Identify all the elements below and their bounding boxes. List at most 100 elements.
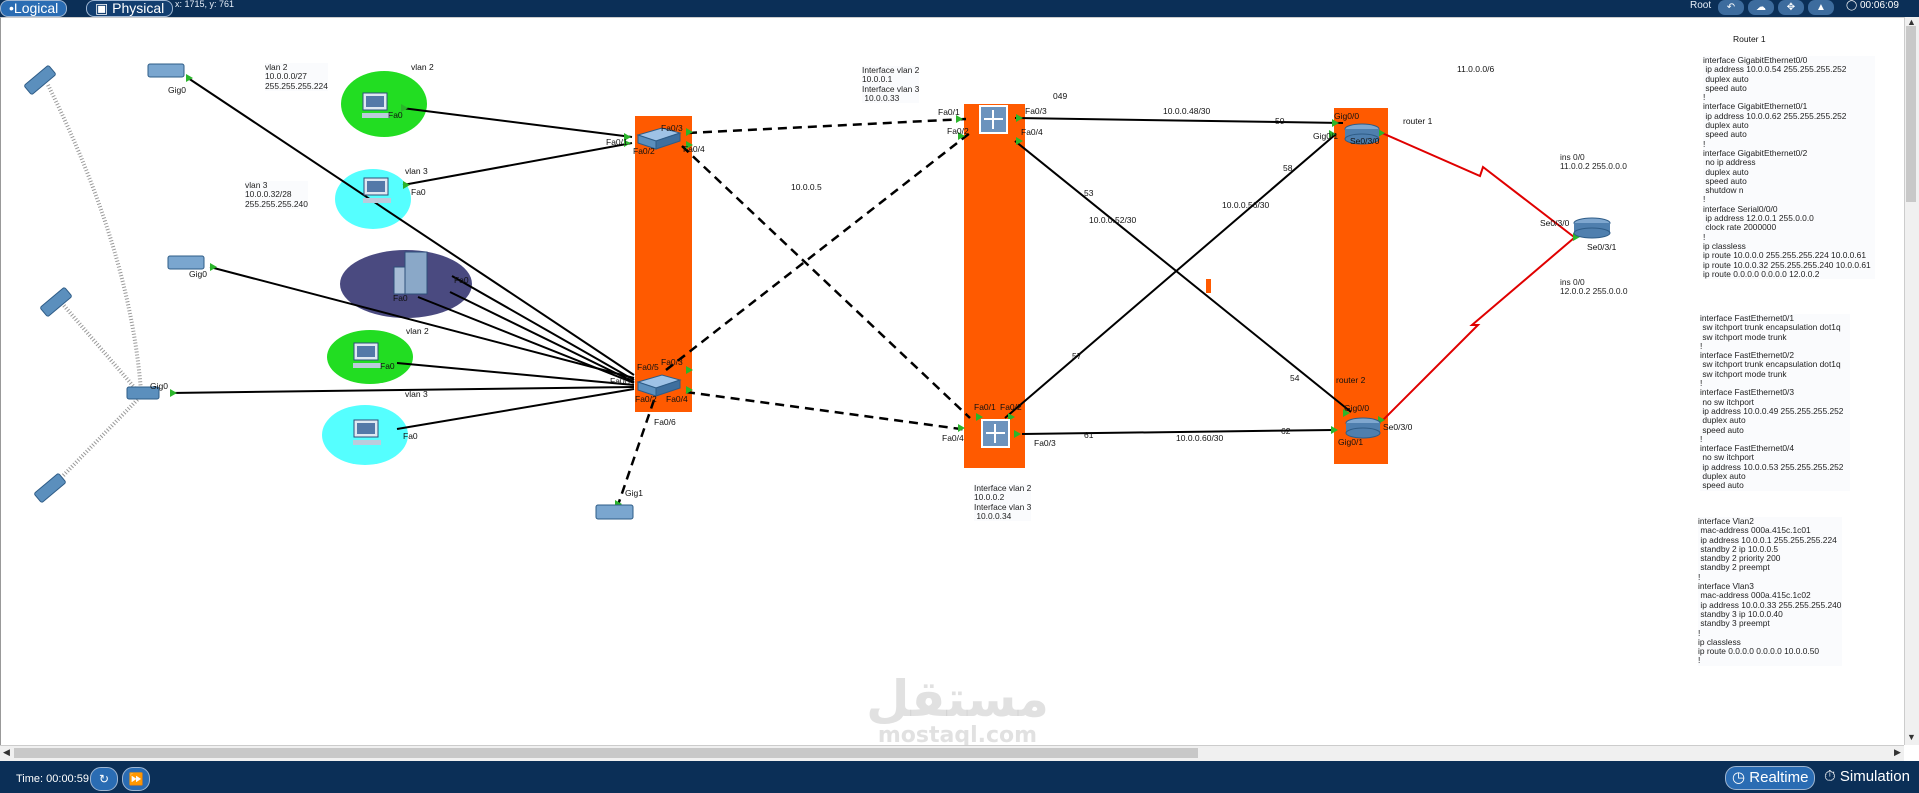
label-pc2-fa0: Fa0 — [411, 187, 426, 197]
back-icon[interactable]: ↶ — [1718, 0, 1744, 15]
label-gig0-mid: Gig0 — [189, 269, 207, 279]
label-gig0-top: Gig0 — [168, 85, 186, 95]
reset-time-icon[interactable]: ↻ — [90, 767, 118, 791]
realtime-mode-button[interactable]: ◷ Realtime — [1725, 766, 1816, 790]
router-1 — [1344, 123, 1380, 145]
label-net-10005: 10.0.0.5 — [791, 182, 822, 192]
label-msw1-fa03: Fa0/3 — [1025, 106, 1047, 116]
label-r2-gig00: Gig0/0 — [1344, 403, 1369, 413]
label-pc1-fa0: Fa0 — [388, 110, 403, 120]
label-r1-gig01: Gig0/1 — [1313, 131, 1338, 141]
serial-links — [1381, 132, 1575, 421]
scroll-up-icon[interactable]: ▲ — [1907, 17, 1916, 27]
root-label: Root — [1690, 0, 1712, 11]
label-62: 62 — [1281, 426, 1291, 436]
cursor-coordinates: x: 1715, y: 761 — [175, 0, 235, 9]
label-msw2-fa04: Fa0/4 — [942, 433, 964, 443]
access-point-top — [24, 65, 56, 95]
label-r1-se030: Se0/3/0 — [1350, 136, 1380, 146]
pc-icon — [362, 92, 390, 118]
router-2 — [1345, 417, 1381, 439]
label-r2-gig01: Gig0/1 — [1338, 437, 1363, 447]
router-isp — [1573, 217, 1611, 239]
label-asw2-fa04: Fa0/4 — [666, 394, 688, 404]
label-vlan3-top: vlan 3 — [405, 166, 428, 176]
stopwatch-icon: ⏱ — [1824, 768, 1836, 785]
label-net-5230: 10.0.0.52/30 — [1089, 215, 1137, 225]
label-pc3-fa0: Fa0 — [380, 361, 395, 371]
scroll-right-icon[interactable]: ▶ — [1894, 747, 1901, 757]
access-point-middle — [40, 287, 72, 317]
label-msw2-fa02: Fa0/2 — [1000, 402, 1022, 412]
multilayer-switch-1 — [979, 105, 1008, 134]
note-switch2-interfaces: Interface vlan 2 10.0.0.2 Interface vlan… — [974, 483, 1032, 522]
watermark-arabic: مستقل — [866, 670, 1049, 728]
wireless-device-gig0-top — [147, 63, 185, 78]
label-msw2-fa01: Fa0/1 — [974, 402, 996, 412]
label-router1-name: router 1 — [1403, 116, 1433, 126]
workspace-canvas[interactable] — [0, 17, 1905, 746]
simulation-time: Time: 00:00:59 — [16, 773, 89, 785]
pc-icon — [353, 342, 381, 368]
vertical-scroll-thumb[interactable] — [1906, 26, 1916, 202]
simulation-mode-button[interactable]: ⏱ Simulation — [1818, 766, 1916, 788]
label-57: 57 — [1072, 351, 1082, 361]
label-61: 61 — [1084, 430, 1094, 440]
watermark-latin: mostaql.com — [877, 723, 1038, 748]
label-asw2-fa06: Fa0/6 — [654, 417, 676, 427]
label-server-fa0: Fa0 — [454, 275, 469, 285]
label-58: 58 — [1283, 163, 1293, 173]
label-gig1: Gig1 — [625, 488, 643, 498]
cluster-icon[interactable]: ☁ — [1748, 0, 1774, 15]
label-vlan3-bottom: vlan 3 — [405, 389, 428, 399]
label-router1-cfg-title: Router 1 — [1733, 34, 1766, 44]
scroll-left-icon[interactable]: ◀ — [3, 747, 10, 757]
watermark-logo: مستقل mostaql.com — [850, 673, 1065, 747]
wireless-controller — [126, 386, 160, 400]
fast-forward-icon[interactable]: ⏩ — [122, 767, 150, 791]
label-50: 50 — [1275, 116, 1285, 126]
access-switch-2 — [636, 374, 682, 397]
label-asw2-fa05: Fa0/5 — [637, 362, 659, 372]
scroll-down-icon[interactable]: ▼ — [1907, 732, 1916, 742]
port-labels: Gig0 Gig0 Gig0 Gig1 vlan 2 vlan 3 vlan 2… — [150, 34, 1766, 498]
clock-icon: ◷ — [1732, 769, 1746, 786]
note-vlan2-subnet: vlan 2 10.0.0.0/27 255.255.255.224 — [265, 62, 328, 91]
label-asw2-fa03: Fa0/3 — [661, 357, 683, 367]
simulation-label: Simulation — [1839, 768, 1910, 785]
label-vlan2-top: vlan 2 — [411, 62, 434, 72]
label-r2-se030: Se0/3/0 — [1383, 422, 1413, 432]
label-msw1-fa01: Fa0/1 — [938, 107, 960, 117]
realtime-label: Realtime — [1749, 769, 1809, 786]
globe-icon: ◯ — [1846, 0, 1858, 11]
label-asw2-fa02: Fa0/2 — [635, 394, 657, 404]
dashed-links — [616, 117, 971, 506]
label-isp-se030: Se0/3/0 — [1540, 218, 1570, 228]
note-vlan-config: interface Vlan2 mac-address 000a.415c.1c… — [1698, 516, 1842, 666]
label-asw1-fa01: Fa0/1 — [606, 137, 628, 147]
access-point-bottom — [34, 473, 66, 503]
move-icon[interactable]: ✥ — [1778, 0, 1804, 15]
label-54: 54 — [1290, 373, 1300, 383]
note-router1-config: interface GigabitEthernet0/0 ip address … — [1703, 55, 1875, 280]
label-asw1-fa02: Fa0/2 — [633, 146, 655, 156]
label-asw1-fa03: Fa0/3 — [661, 123, 683, 133]
label-server-fa0-2: Fa0 — [393, 293, 408, 303]
pc-icon — [353, 419, 381, 445]
note-switch-config: interface FastEthernet0/1 sw itchport tr… — [1700, 313, 1850, 491]
label-r1-gig00: Gig0/0 — [1334, 111, 1359, 121]
note-switch1-interfaces: Interface vlan 2 10.0.0.1 Interface vlan… — [862, 65, 920, 104]
logical-tab-label: Logical — [13, 0, 59, 16]
mountain-icon[interactable]: ▲ — [1808, 0, 1834, 15]
pc-icon — [363, 177, 391, 203]
physical-tab[interactable]: ▣ Physical — [86, 0, 174, 17]
label-pc4-fa0: Fa0 — [403, 431, 418, 441]
horizontal-scroll-thumb[interactable] — [14, 748, 1198, 758]
label-vlan2-bottom: vlan 2 — [406, 326, 429, 336]
label-asw1-fa04: Fa0/4 — [683, 144, 705, 154]
label-isp-se031: Se0/3/1 — [1587, 242, 1617, 252]
label-net-11006: 11.0.0.0/6 — [1457, 64, 1494, 74]
wireless-device-gig1 — [595, 504, 634, 520]
logical-tab[interactable]: •Logical — [0, 0, 68, 17]
topology-diagram: Gig0 Gig0 Gig0 Gig1 vlan 2 vlan 3 vlan 2… — [24, 34, 1766, 520]
